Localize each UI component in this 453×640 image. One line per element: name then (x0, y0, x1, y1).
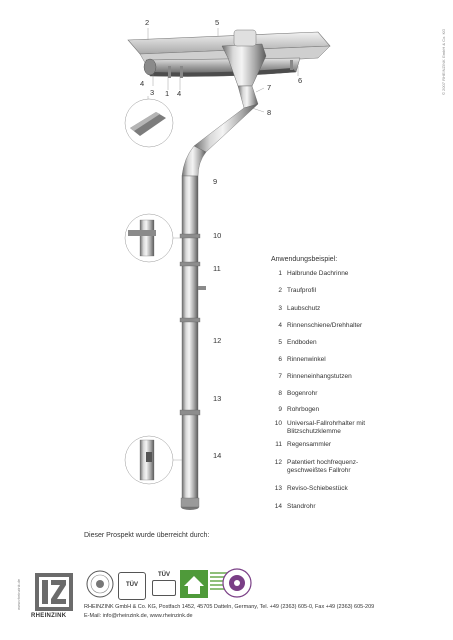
legend-item-text: Laubschutz (287, 305, 321, 312)
callout-14: 14 (213, 451, 222, 460)
callout-9: 9 (213, 177, 218, 186)
legend-item: 2 Traufprofil (266, 287, 416, 295)
legend-item-number: 14 (274, 503, 282, 510)
legend-item-number: 5 (278, 339, 282, 346)
legend-item-text: Universal-Fallrohrhalter mit Blitzschutz… (287, 420, 366, 435)
callout-4a: 4 (140, 79, 145, 88)
legend-item-text: Halbrunde Dachrinne (287, 270, 349, 277)
callout-13: 13 (213, 394, 222, 403)
legend-item: 14 Standrohr (266, 503, 416, 511)
legend-item-number: 2 (278, 287, 282, 294)
callout-6: 6 (298, 76, 303, 85)
brand-name: RHEINZINK (31, 613, 67, 619)
callout-7: 7 (267, 83, 272, 92)
callout-8: 8 (267, 108, 272, 117)
legend-item-number: 11 (275, 441, 282, 448)
provided-by-text: Dieser Prospekt wurde überreicht durch: (84, 532, 210, 539)
callout-5: 5 (215, 18, 220, 27)
legend-item: 8 Bogenrohr (266, 390, 416, 398)
purple-certificate-seal-icon (222, 568, 252, 598)
legend-item-number: 3 (278, 305, 282, 312)
detail-bracket (124, 213, 182, 263)
legend-item-number: 4 (278, 322, 282, 329)
downpipe (179, 175, 206, 510)
callout-12: 12 (213, 336, 222, 345)
legend-item: 1 Halbrunde Dachrinne (266, 270, 416, 278)
legend-item-text: Standrohr (287, 503, 316, 510)
website-vertical: www.rheinzink.de (16, 578, 21, 610)
legend-item-number: 7 (278, 373, 282, 380)
legend-item: 4 Rinnenschiene/Drehhalter (266, 322, 416, 330)
legend-item-text: Reviso-Schiebestück (287, 485, 348, 492)
callout-3: 3 (150, 88, 155, 97)
legend-item-text: Traufprofil (287, 287, 317, 294)
legend-item-text: Rinneneinhangstutzen (287, 373, 352, 380)
legend-item: 5 Endboden (266, 339, 416, 347)
legend-item-number: 6 (278, 356, 282, 363)
callout-4b: 4 (177, 89, 182, 98)
callout-2: 2 (145, 18, 150, 27)
tuv-badge-1: TÜV (118, 572, 146, 600)
legend-item: 3 Laubschutz (266, 305, 416, 313)
legend-item-text: Patentiert hochfrequenz-geschweißtes Fal… (287, 459, 359, 474)
legend-item-number: 9 (278, 406, 282, 413)
legend-item-text: Rinnenschiene/Drehhalter (287, 322, 363, 329)
legend-item: 6 Rinnenwinkel (266, 356, 416, 364)
legend-item-text: Regensammler (287, 441, 332, 448)
legend-item-text: Rohrbogen (287, 406, 320, 413)
legend-item: 9 Rohrbogen (266, 406, 416, 414)
rheinzink-logo (35, 573, 73, 611)
gutter-assembly (127, 29, 331, 109)
callout-1: 1 (165, 89, 170, 98)
legend-item-number: 13 (274, 485, 282, 492)
tuv-badge-2: TÜV (152, 572, 176, 598)
legend-title: Anwendungsbeispiel: (271, 256, 338, 263)
copyright-vertical: © 2007 RHEINZINK GmbH & Co. KG (441, 28, 446, 95)
rz-logo-icon (39, 577, 69, 607)
callout-11: 11 (213, 264, 221, 273)
legend-item-text: Rinnenwinkel (287, 356, 326, 363)
tuv-label-2: TÜV (158, 572, 170, 578)
callout-10: 10 (213, 231, 222, 240)
tuv-label-1: TÜV (126, 582, 138, 588)
footer-contact: E-Mail: info@rheinzink.de, www.rheinzink… (84, 613, 193, 619)
detail-slide-fitting (124, 435, 182, 485)
detail-leaf-guard (124, 98, 174, 148)
legend-item-text: Endboden (287, 339, 317, 346)
legend-item-text: Bogenrohr (287, 390, 318, 397)
legend-item: 7 Rinneneinhangstutzen (266, 373, 416, 381)
legend-item-number: 10 (274, 420, 282, 427)
certification-seal-icon (86, 570, 114, 598)
footer-address: RHEINZINK GmbH & Co. KG, Postfach 1452, … (84, 604, 375, 610)
eco-house-icon (180, 570, 208, 598)
legend-item: 10 Universal-Fallrohrhalter mit Blitzschu… (266, 420, 416, 436)
legend-item: 12 Patentiert hochfrequenz-geschweißtes F… (266, 459, 416, 475)
legend-item-number: 8 (278, 390, 282, 397)
legend-item: 13 Reviso-Schiebestück (266, 485, 416, 493)
legend-item-number: 1 (278, 270, 282, 277)
offset-pipe (181, 103, 259, 177)
legend-item-number: 12 (274, 459, 282, 466)
legend-item: 11 Regensammler (266, 441, 416, 449)
